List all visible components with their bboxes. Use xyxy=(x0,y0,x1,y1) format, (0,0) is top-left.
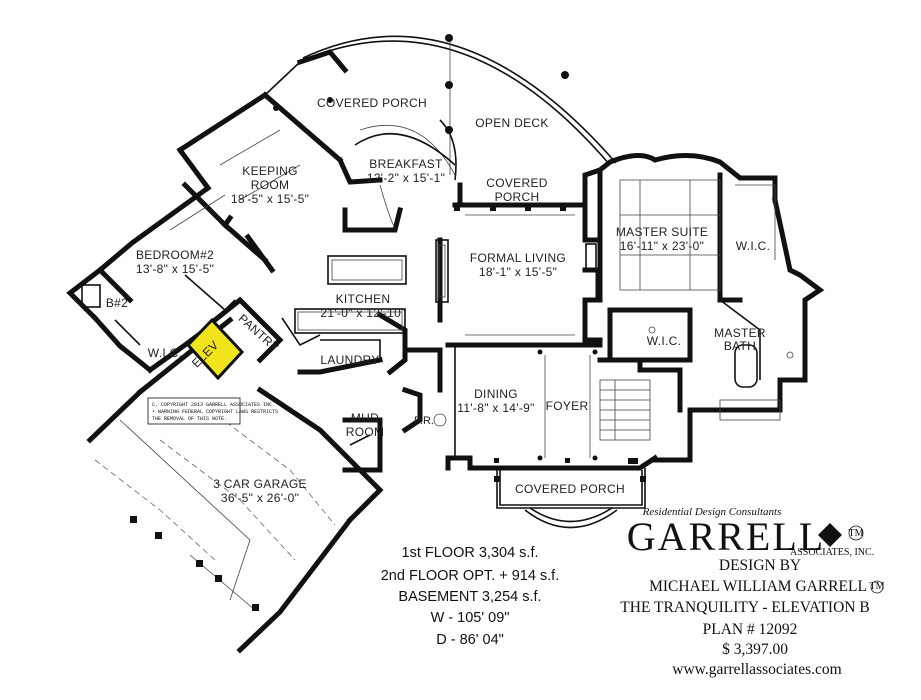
master-suite-dims: 16'-11" x 23'-0" xyxy=(620,239,704,253)
bath2-label: B#2 xyxy=(106,296,128,310)
website-link[interactable]: www.garrellassociates.com xyxy=(672,661,841,678)
copyright-line-1: C. COPYRIGHT 2013 GARRELL ASSOCIATES INC… xyxy=(152,402,275,408)
breakfast-label: BREAKFAST xyxy=(369,157,443,171)
breakfast-dims: 12'-2" x 15'-1" xyxy=(367,171,445,185)
kitchen-label: KITCHEN xyxy=(336,292,391,306)
dining-label: DINING xyxy=(474,387,518,401)
basement-sf: BASEMENT 3,254 s.f. xyxy=(398,589,541,605)
garage-dims: 36'-5" x 26'-0" xyxy=(221,491,299,505)
plan-price: $ 3,397.00 xyxy=(722,641,788,658)
open-deck-label: OPEN DECK xyxy=(475,116,548,130)
dining-dims: 11'-8" x 14'-9" xyxy=(457,401,534,415)
copyright-note: C. COPYRIGHT 2013 GARRELL ASSOCIATES INC… xyxy=(147,397,278,425)
first-floor-sf: 1st FLOOR 3,304 s.f. xyxy=(402,545,539,561)
powder-room-label: P.R. xyxy=(414,415,434,427)
bedroom2-label: BEDROOM#2 xyxy=(136,248,214,262)
brand-name: GARRELL xyxy=(627,514,825,559)
garrell-logo: Residential Design Consultants GARRELL T… xyxy=(627,506,874,559)
front-porch xyxy=(494,468,646,529)
elevator-shaft xyxy=(185,317,245,381)
elevator: ELEV xyxy=(185,317,245,381)
keeping-room-label-2: ROOM xyxy=(251,178,290,192)
covered-porch-mid-label-2: PORCH xyxy=(495,190,540,204)
interior-walls xyxy=(96,181,761,473)
master-bath-label-2: BATH xyxy=(724,339,756,353)
copyright-line-2: • WARNING FEDERAL COPYRIGHT LAWS RESTRIC… xyxy=(152,409,278,415)
fixtures xyxy=(81,129,794,611)
keeping-room-label-1: KEEPING xyxy=(242,164,297,178)
plan-number: PLAN # 12092 xyxy=(703,621,798,638)
copyright-line-3: THE REMOVAL OF THIS NOTE. xyxy=(152,416,227,422)
design-by: DESIGN BY xyxy=(719,557,801,574)
keeping-room-dims: 18'-5" x 15'-5" xyxy=(231,192,309,206)
square-footage-info: 1st FLOOR 3,304 s.f. 2nd FLOOR OPT. + 91… xyxy=(381,545,560,648)
house-width: W - 105' 09" xyxy=(431,610,510,626)
second-floor-sf: 2nd FLOOR OPT. + 914 s.f. xyxy=(381,568,560,584)
foyer-label: FOYER xyxy=(546,399,589,413)
mud-room-label-2: ROOM xyxy=(346,425,385,439)
garage-label: 3 CAR GARAGE xyxy=(213,477,307,491)
laundry-label: LAUNDRY xyxy=(320,353,379,367)
bath-wic-label: W.I.C. xyxy=(647,334,681,348)
kitchen-dims: 21'-0" x 12'-10" xyxy=(320,306,405,320)
plan-name: THE TRANQUILITY - ELEVATION B xyxy=(620,599,869,616)
master-wic-label: W.I.C. xyxy=(736,239,770,253)
formal-living-label: FORMAL LIVING xyxy=(470,251,566,265)
designer-name: MICHAEL WILLIAM GARRELL xyxy=(649,578,867,595)
brand-tagline: Residential Design Consultants xyxy=(642,506,782,518)
brand-tm: TM xyxy=(849,528,864,539)
formal-living-dims: 18'-1" x 15'-5" xyxy=(479,265,557,279)
designer-tm: TM xyxy=(870,581,885,592)
covered-porch-front-label: COVERED PORCH xyxy=(515,482,625,496)
bedroom2-dims: 13'-8" x 15'-5" xyxy=(136,262,214,276)
house-depth: D - 86' 04" xyxy=(436,632,504,648)
bedroom-wic-label: W.I.C. xyxy=(148,346,182,360)
design-credits: DESIGN BY MICHAEL WILLIAM GARRELL TM THE… xyxy=(620,557,884,678)
master-suite-label: MASTER SUITE xyxy=(616,225,708,239)
columns xyxy=(130,34,638,611)
covered-porch-mid-label-1: COVERED xyxy=(486,176,547,190)
mud-room-label-1: MUD xyxy=(351,411,379,425)
brand-sub: ASSOCIATES, INC. xyxy=(790,547,874,558)
covered-porch-top-label: COVERED PORCH xyxy=(317,96,427,110)
master-bath-label-1: MASTER xyxy=(714,326,766,340)
diamond-icon xyxy=(818,523,842,547)
